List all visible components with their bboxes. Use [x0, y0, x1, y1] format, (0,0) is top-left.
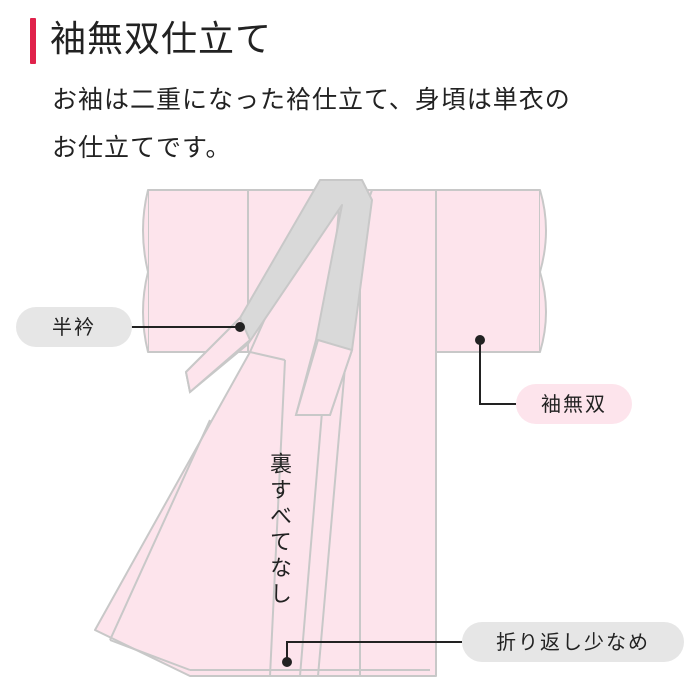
title-accent-bar: [30, 18, 36, 64]
sleeve-label: 袖無双: [516, 384, 632, 424]
hem-leader-line: [286, 641, 462, 662]
collar-leader-dot: [235, 322, 245, 332]
sleeve-leader-dot: [475, 335, 485, 345]
right-sleeve-end: [539, 189, 547, 353]
collar-label: 半衿: [16, 307, 132, 347]
description-line: お袖は二重になった袷仕立て、身頃は単衣の: [52, 85, 571, 114]
sleeve-leader-line: [479, 340, 516, 405]
description: お袖は二重になった袷仕立て、身頃は単衣の お仕立てです。: [52, 76, 672, 172]
page-title: 袖無双仕立て: [50, 19, 273, 60]
collar-lower-left: [184, 316, 252, 394]
lining-label: 裏すべてなし: [266, 452, 291, 608]
description-line: お仕立てです。: [52, 133, 232, 162]
collar-lower-right: [294, 338, 354, 416]
hem-label: 折り返し少なめ: [462, 622, 684, 662]
hem-leader-dot: [282, 657, 292, 667]
